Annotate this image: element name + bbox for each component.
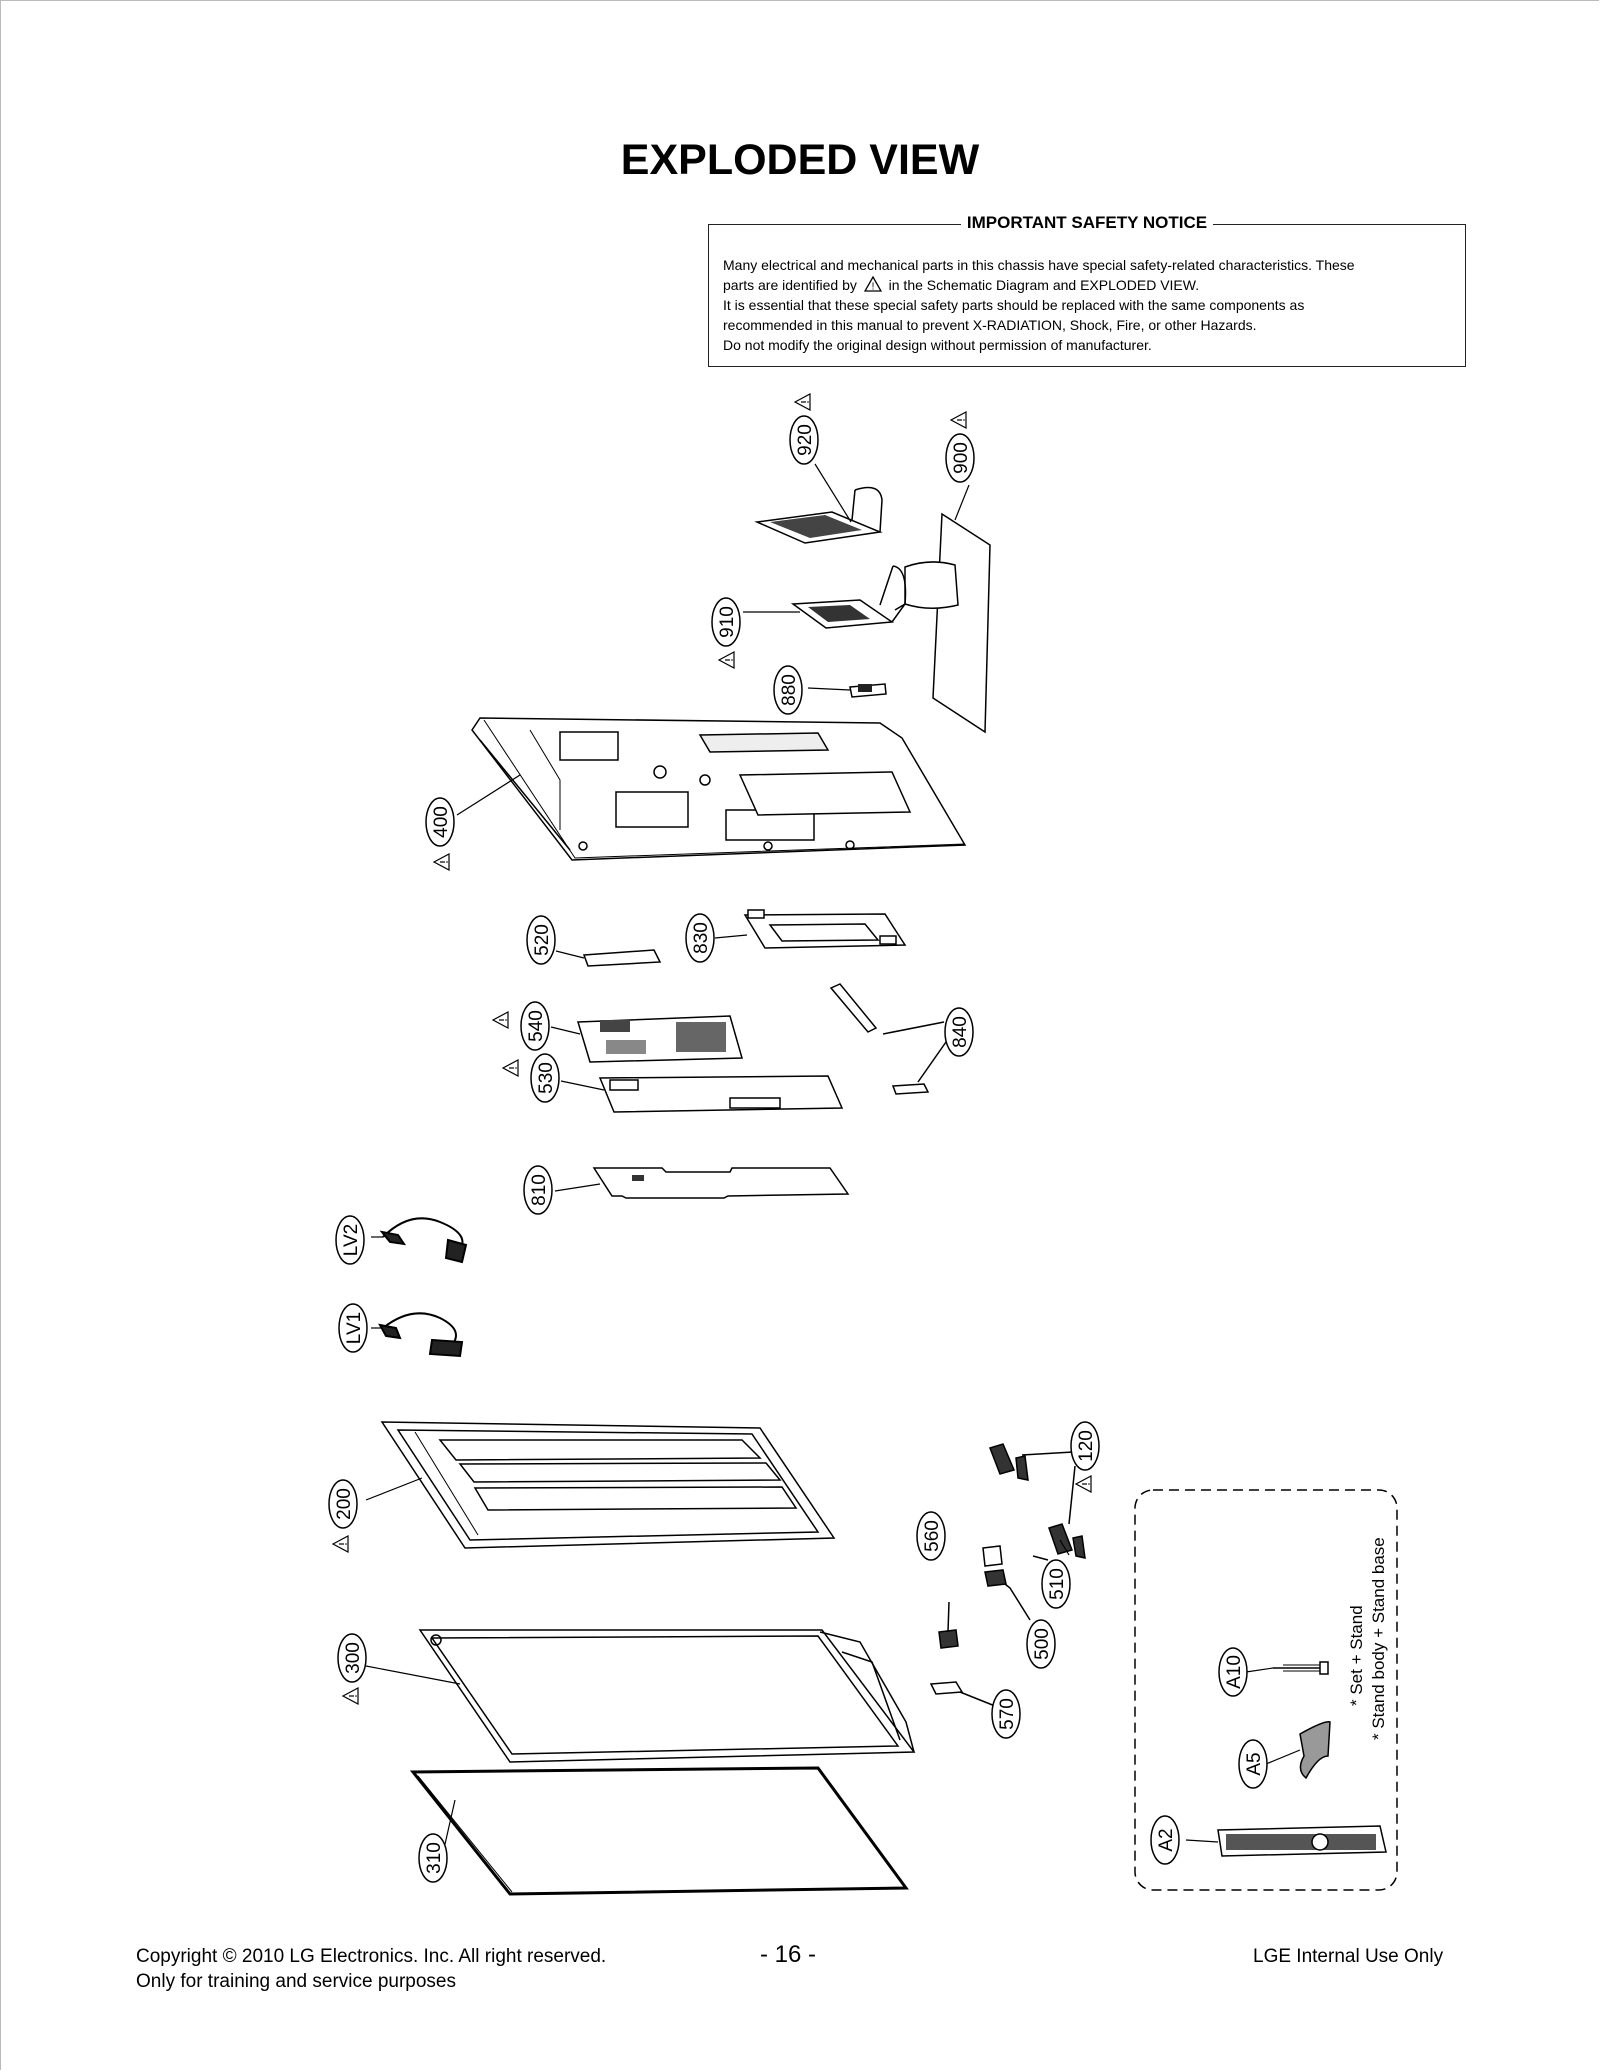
page-title: EXPLODED VIEW [620, 136, 980, 184]
part-810-shield [592, 1167, 850, 1199]
callout-A2: A2 [1150, 1815, 1180, 1865]
callout-200: 200 [328, 1479, 358, 1529]
callout-530: 530 [530, 1053, 560, 1103]
svg-text:520: 520 [532, 924, 553, 956]
part-LV1-cable [378, 1312, 464, 1358]
svg-text:560: 560 [922, 1520, 943, 1552]
callout-300: 300 [337, 1633, 367, 1683]
svg-text:500: 500 [1032, 1628, 1053, 1660]
part-LV2-cable [379, 1217, 468, 1264]
callout-510: 510 [1041, 1559, 1071, 1609]
notice-line-5: Do not modify the original design withou… [723, 337, 1152, 353]
part-540-main-board [577, 1015, 743, 1063]
callout-560: 560 [916, 1511, 946, 1561]
callout-520: 520 [526, 915, 556, 965]
svg-text:A10: A10 [1224, 1655, 1245, 1689]
callout-500: 500 [1026, 1619, 1056, 1669]
safety-notice-body: Many electrical and mechanical parts in … [723, 255, 1453, 355]
training-text: Only for training and service purposes [136, 1971, 456, 1992]
part-A10-screw [1273, 1661, 1329, 1675]
notice-line-4: recommended in this manual to prevent X-… [723, 317, 1257, 333]
accessory-note-2: * Stand body + Stand base [1369, 1537, 1388, 1740]
callout-910: 910 [711, 597, 741, 647]
callout-400: 400 [425, 797, 455, 847]
part-400-back-cover [471, 717, 967, 861]
callout-810: 810 [523, 1165, 553, 1215]
svg-text:400: 400 [431, 806, 452, 838]
callout-LV1: LV1 [338, 1303, 368, 1353]
part-A2-remote [1217, 1825, 1387, 1857]
notice-line-3: It is essential that these special safet… [723, 297, 1305, 313]
svg-text:920: 920 [795, 424, 816, 456]
accessory-box [1134, 1489, 1398, 1891]
callout-A5: A5 [1238, 1739, 1268, 1789]
part-120-speakers [989, 1443, 1086, 1559]
notice-line-2: parts are identified by ! in the Schemat… [723, 275, 1200, 293]
callout-920: 920 [789, 415, 819, 465]
callout-310: 310 [418, 1833, 448, 1883]
callout-880: 880 [773, 665, 803, 715]
safety-notice-heading: IMPORTANT SAFETY NOTICE [709, 213, 1465, 233]
svg-text:A5: A5 [1244, 1752, 1265, 1775]
svg-text:840: 840 [950, 1016, 971, 1048]
part-520-bracket [582, 949, 662, 967]
part-small-boards [929, 1545, 1049, 1709]
part-840-brackets [829, 983, 947, 1095]
svg-text:810: 810 [529, 1174, 550, 1206]
callout-LV2: LV2 [335, 1215, 365, 1265]
svg-text:880: 880 [779, 674, 800, 706]
svg-text:900: 900 [951, 442, 972, 474]
part-910-stand-bracket [790, 565, 907, 629]
svg-text:120: 120 [1076, 1430, 1097, 1462]
svg-text:830: 830 [691, 922, 712, 954]
internal-use-text: LGE Internal Use Only [1253, 1946, 1444, 1967]
notice-line-1: Many electrical and mechanical parts in … [723, 257, 1355, 273]
svg-text:!: ! [871, 282, 874, 293]
footer-left: Copyright © 2010 LG Electronics. Inc. Al… [136, 1944, 606, 1994]
svg-text:910: 910 [717, 606, 738, 638]
accessory-note-1: * Set + Stand [1347, 1605, 1366, 1706]
part-920-stand-base [754, 486, 883, 544]
svg-text:A2: A2 [1156, 1828, 1177, 1851]
part-310-lcd-panel [409, 1766, 909, 1896]
svg-text:LV1: LV1 [344, 1312, 365, 1344]
page-number: - 16 - [760, 1941, 817, 1968]
part-300-front-cabinet [418, 1629, 916, 1763]
part-200-frame [380, 1421, 836, 1549]
callout-570: 570 [991, 1689, 1021, 1739]
callout-830: 830 [685, 913, 715, 963]
part-880-bracket [849, 683, 887, 698]
copyright-text: Copyright © 2010 LG Electronics. Inc. Al… [136, 1946, 607, 1967]
callout-540: 540 [520, 1001, 550, 1051]
leader-lines [365, 463, 1301, 1854]
part-530-power-board [598, 1075, 844, 1113]
svg-text:200: 200 [334, 1488, 355, 1520]
safety-notice-box: IMPORTANT SAFETY NOTICE Many electrical … [708, 213, 1466, 367]
svg-text:540: 540 [526, 1010, 547, 1042]
svg-text:310: 310 [424, 1842, 445, 1874]
callout-120: 120 [1070, 1421, 1100, 1471]
svg-text:570: 570 [997, 1698, 1018, 1730]
svg-text:300: 300 [343, 1642, 364, 1674]
part-830-bracket [743, 909, 907, 949]
svg-text:510: 510 [1047, 1568, 1068, 1600]
part-A5-manual [1299, 1721, 1331, 1780]
svg-text:530: 530 [536, 1062, 557, 1094]
callout-840: 840 [944, 1007, 974, 1057]
svg-text:LV2: LV2 [341, 1224, 362, 1256]
callout-A10: A10 [1218, 1647, 1248, 1697]
warning-triangle-icon: ! [863, 275, 882, 293]
part-900-stand-body [894, 512, 991, 734]
callout-900: 900 [945, 433, 975, 483]
